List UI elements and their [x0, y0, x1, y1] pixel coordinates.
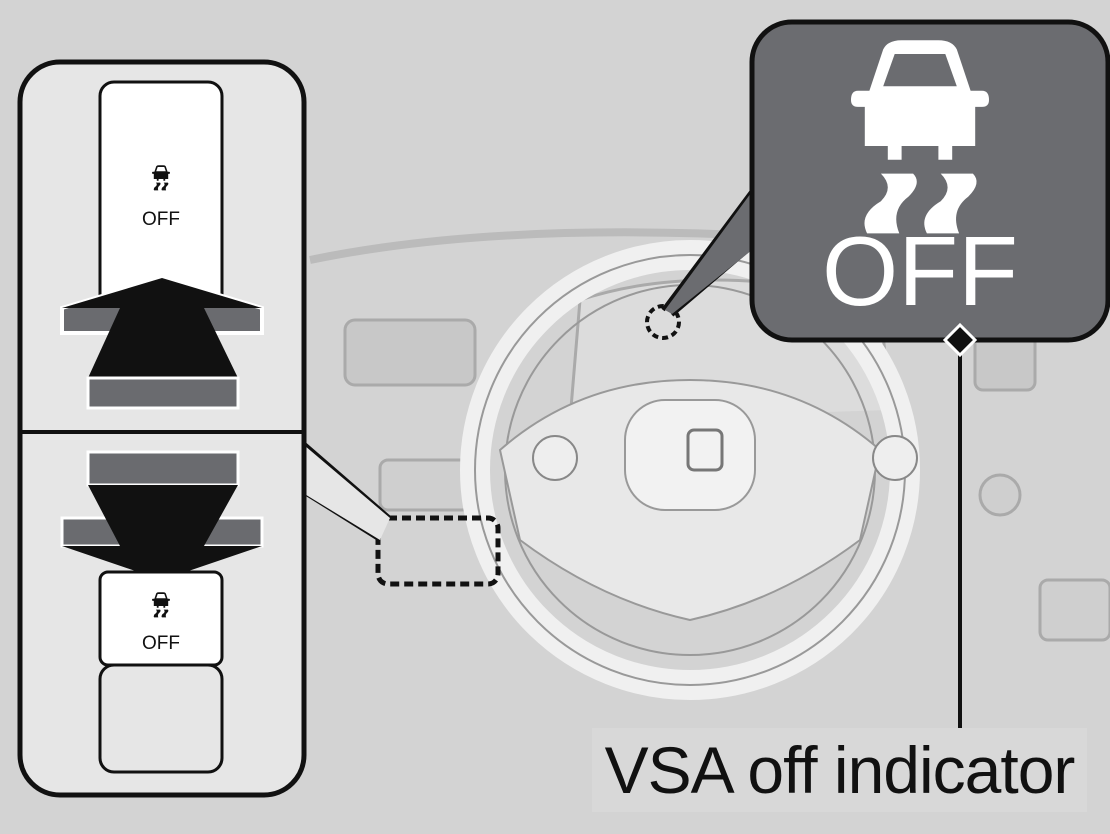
vsa-off-indicator-label: VSA off indicator	[592, 728, 1087, 812]
indicator-callout	[749, 19, 1110, 343]
indicator-location-highlight	[645, 304, 681, 340]
vsa-switch-panel	[17, 59, 307, 798]
indicator-off-text: OFF	[822, 216, 1018, 326]
steering-wheel	[460, 240, 920, 700]
vsa-switch-highlight	[375, 515, 501, 587]
bottom-button-off-text: OFF	[142, 633, 180, 654]
arrow-up-icon	[60, 275, 264, 410]
arrow-down-icon	[60, 450, 264, 580]
leader-diamond	[942, 322, 978, 358]
logo-emblem-icon	[686, 428, 724, 472]
top-button-off-text: OFF	[142, 209, 180, 230]
